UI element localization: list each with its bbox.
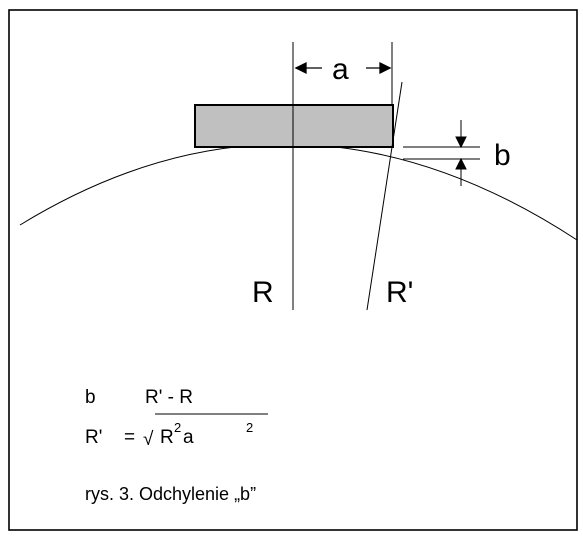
figure-frame [8, 9, 578, 531]
radicand-a-exponent: 2 [246, 420, 253, 435]
label-r-prime: R' [386, 276, 413, 309]
radical-sign: √ [143, 429, 154, 450]
label-b: b [494, 139, 511, 172]
radicand-r-exponent: 2 [174, 420, 181, 435]
formula-line2-lhs: R' [85, 427, 102, 448]
figure-caption: rys. 3. Odchylenie „b” [85, 484, 256, 504]
radicand-r: R [160, 427, 174, 448]
label-r: R [252, 276, 274, 309]
radius-line-r-prime [366, 81, 403, 311]
formula-line1-rhs: R' - R [145, 387, 193, 408]
formula-line1-lhs: b [85, 387, 96, 408]
label-a: a [332, 53, 349, 86]
radicand-a: a [183, 427, 194, 448]
gauge-block [194, 104, 394, 148]
dimension-a-arrows [294, 61, 392, 75]
dimension-b-markers [403, 120, 480, 186]
formula-equals: = [124, 427, 135, 448]
